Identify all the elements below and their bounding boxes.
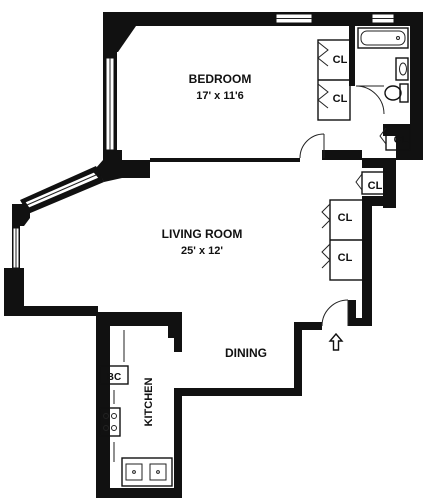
living-room-label: LIVING ROOM <box>162 227 243 241</box>
living-closets <box>321 199 365 327</box>
closet-label-living-2: CL <box>338 252 353 264</box>
dining-label: DINING <box>225 346 267 360</box>
kitchen-label: KITCHEN <box>143 378 155 427</box>
closet-label-bedroom-2: CL <box>333 93 348 105</box>
bedroom-dimensions: 17' x 11'6 <box>196 90 243 102</box>
bedroom-closets <box>299 39 351 159</box>
closet-label-bedroom-1: CL <box>333 54 348 66</box>
closet-label-hall-2: CL <box>368 180 383 192</box>
closet-label-hall-1: CL <box>394 134 409 146</box>
bc-label: BC <box>107 372 121 383</box>
hall-closets <box>355 125 411 195</box>
closet-label-living-1: CL <box>338 212 353 224</box>
living-room-dimensions: 25' x 12' <box>181 245 223 257</box>
up-arrow-icon <box>328 332 344 351</box>
bathroom <box>355 27 409 115</box>
bedroom-label: BEDROOM <box>189 72 252 86</box>
windows <box>12 13 395 269</box>
kitchen-fixtures <box>99 330 173 487</box>
